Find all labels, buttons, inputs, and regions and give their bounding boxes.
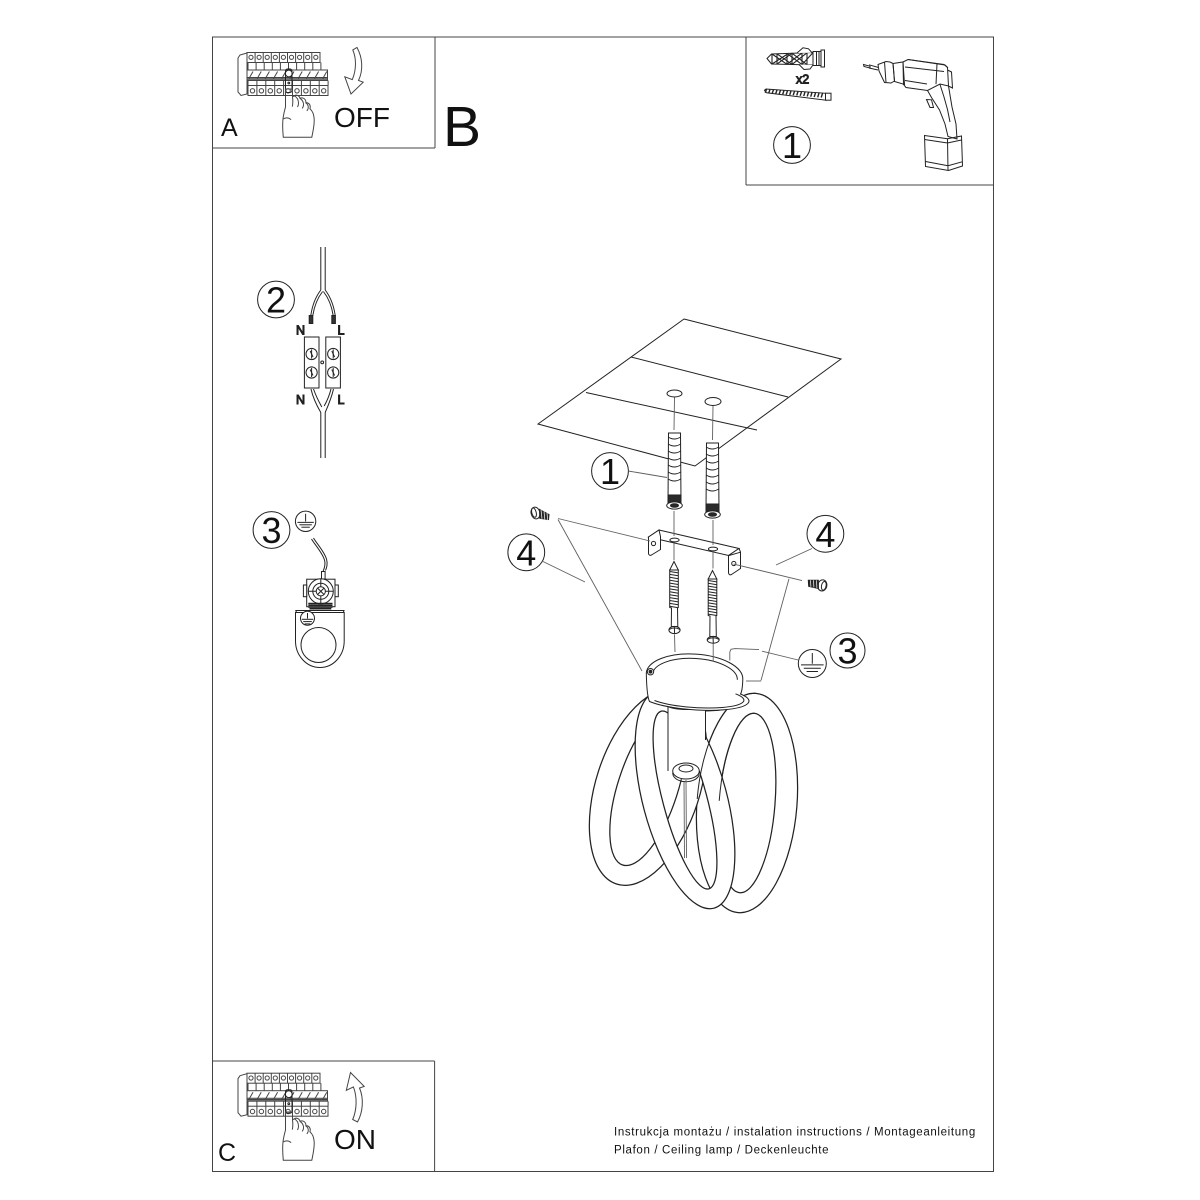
svg-text:N: N [296, 393, 305, 407]
svg-text:4: 4 [815, 514, 835, 555]
svg-text:A: A [221, 114, 238, 142]
svg-text:N: N [296, 324, 305, 338]
svg-text:Plafon / Ceiling lamp / Decken: Plafon / Ceiling lamp / Deckenleuchte [614, 1145, 829, 1157]
svg-text:2: 2 [266, 280, 286, 321]
svg-text:OFF: OFF [334, 102, 390, 133]
svg-text:1: 1 [782, 125, 802, 166]
svg-text:3: 3 [261, 510, 281, 551]
svg-text:x2: x2 [796, 73, 809, 87]
svg-text:4: 4 [516, 532, 536, 573]
svg-text:Instrukcja montażu / instalati: Instrukcja montażu / instalation instruc… [614, 1127, 976, 1139]
svg-text:L: L [338, 393, 345, 407]
svg-text:C: C [218, 1139, 236, 1167]
svg-text:3: 3 [837, 631, 857, 672]
svg-text:ON: ON [334, 1124, 376, 1155]
svg-text:1: 1 [600, 451, 620, 492]
svg-text:L: L [338, 324, 345, 338]
svg-text:B: B [443, 95, 481, 159]
